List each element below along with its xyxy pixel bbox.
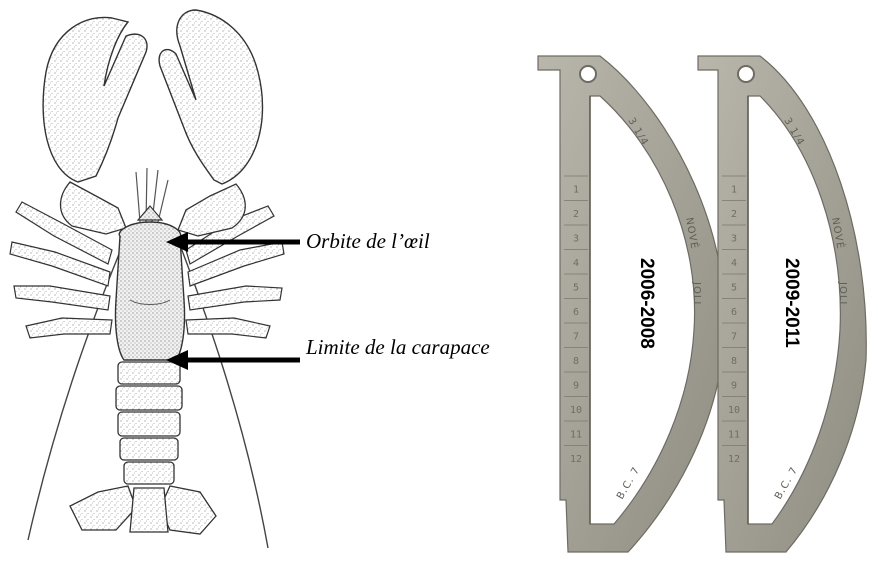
scale-mark-label: 1 [731,184,737,195]
scale-mark-label: 7 [573,331,579,342]
scale-mark-label: 10 [728,405,740,416]
scale-mark-label: 5 [731,282,737,293]
abdomen [116,362,182,484]
gauge-stamp-joli: JOLI [837,281,848,305]
scale-mark-label: 10 [570,405,582,416]
right-claw [159,10,262,184]
scale-mark-label: 4 [573,258,579,269]
gauge-stamp-joli: JOLI [691,281,702,305]
scale-mark-label: 12 [728,454,740,465]
period-label: 2006-2008 [636,258,657,349]
scale-mark-label: 7 [731,331,737,342]
scale-mark-label: 2 [731,209,737,220]
scale-mark-label: 11 [570,429,582,440]
scale-mark-label: 4 [731,258,737,269]
scale-mark-label: 9 [573,380,579,391]
scale-mark-label: 8 [731,356,737,367]
left-claw [43,17,147,182]
period-label: 2009-2011 [781,258,802,348]
tail-fan [70,486,216,534]
scale-mark-label: 1 [573,184,579,195]
left-claw-arm [61,182,127,234]
scale-mark-label: 11 [728,429,740,440]
eye-orbit-label: Orbite de l’œil [306,229,430,253]
rostrum [138,206,162,220]
scale-mark-label: 6 [731,307,737,318]
carapace-limit-label: Limite de la carapace [305,335,490,359]
gauge-hole [738,66,754,82]
scale-mark-label: 8 [573,356,579,367]
gauge-hole [580,66,596,82]
scale-mark-label: 3 [573,233,579,244]
scale-mark-label: 2 [573,209,579,220]
scale-mark-label: 9 [731,380,737,391]
scale-mark-label: 6 [573,307,579,318]
scale-mark-label: 3 [731,233,737,244]
lobster-illustration [10,10,284,548]
scale-mark-label: 12 [570,454,582,465]
scale-mark-label: 5 [573,282,579,293]
